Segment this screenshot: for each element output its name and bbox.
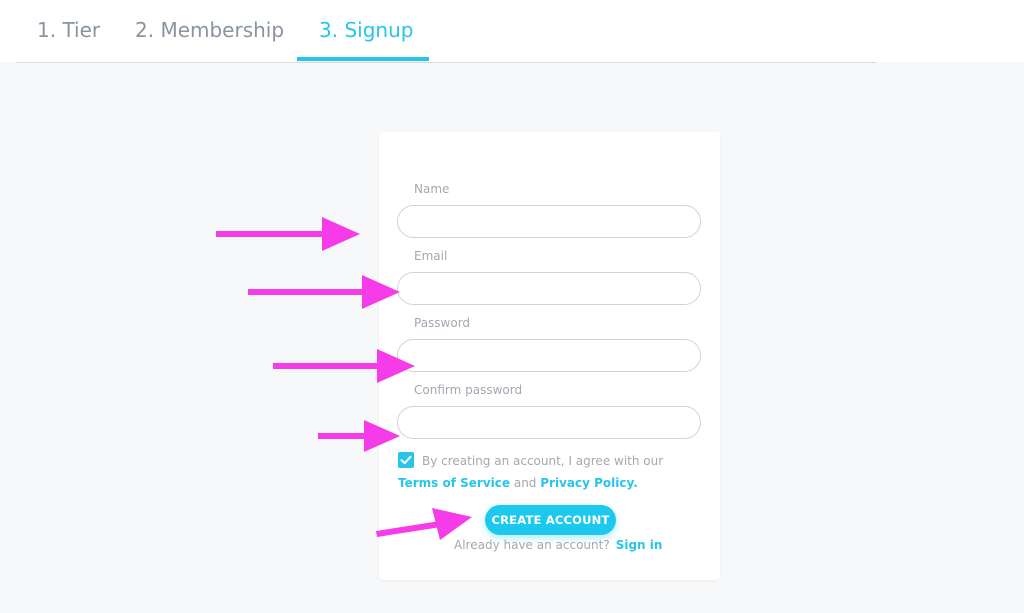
terms-agreement-text: By creating an account, I agree with our… [398,450,703,494]
email-input[interactable] [397,272,701,305]
sign-in-link[interactable]: Sign in [615,538,663,552]
arrow-annotation-name [216,217,360,251]
top-bar: 1. Tier 2. Membership 3. Signup [0,0,1024,63]
agree-checkbox[interactable] [398,452,414,468]
name-label: Name [414,182,450,196]
agree-text: By creating an account, I agree with our [422,454,664,468]
arrow-annotation-email [248,275,400,309]
active-tab-indicator [297,57,429,61]
and-text: and [513,476,537,490]
confirm-password-input[interactable] [397,406,701,439]
already-have-account-text: Already have an account? [454,538,610,552]
tab-tier[interactable]: 1. Tier [37,18,101,42]
name-input[interactable] [397,205,701,238]
terms-of-service-link[interactable]: Terms of Service [398,476,511,490]
confirm-password-label: Confirm password [414,383,523,397]
tab-membership[interactable]: 2. Membership [135,18,285,42]
privacy-policy-link[interactable]: Privacy Policy. [540,476,638,490]
signin-row: Already have an account? Sign in [454,538,662,552]
tab-signup[interactable]: 3. Signup [319,18,414,42]
create-account-button[interactable]: CREATE ACCOUNT [485,505,616,535]
password-input[interactable] [397,339,701,372]
signup-card: Name Email Password Confirm password By … [379,132,720,580]
password-label: Password [414,316,471,330]
checkmark-icon [400,455,412,465]
step-tabs: 1. Tier 2. Membership 3. Signup [16,0,876,63]
email-label: Email [414,249,448,263]
